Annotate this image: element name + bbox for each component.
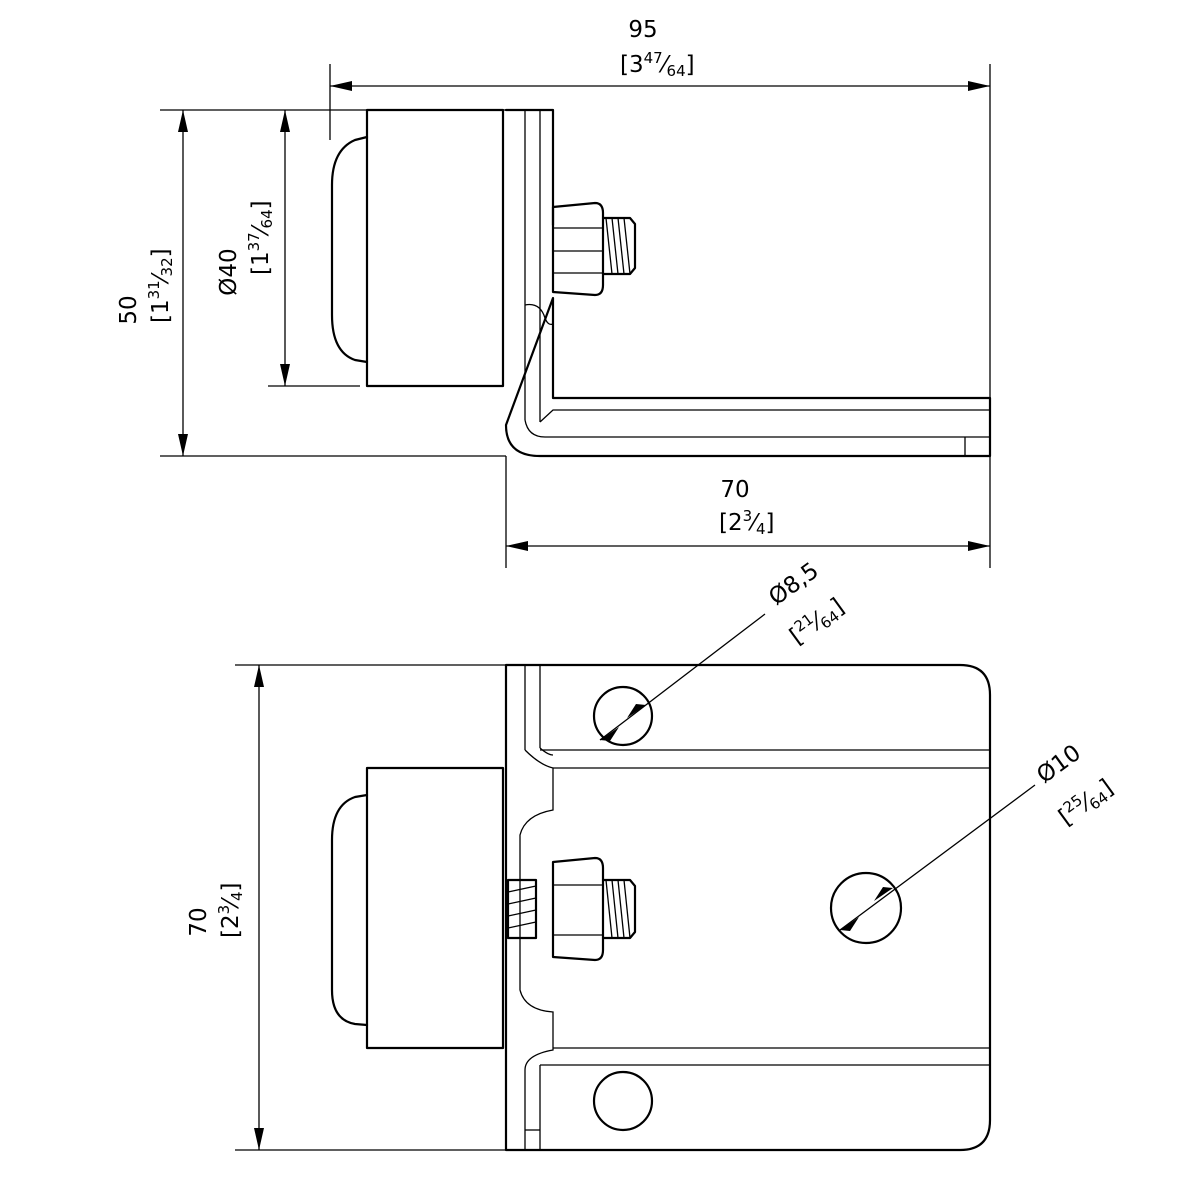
plan-roller-cap	[330, 793, 369, 1027]
wheel-diameter-inch: [137⁄64]	[245, 200, 276, 275]
height-value: 50	[116, 295, 142, 324]
plate-height-value: 70	[186, 907, 212, 936]
large-hole-inch: [25⁄64]	[1052, 772, 1119, 832]
dim-wheel-diameter: Ø40 [137⁄64]	[216, 110, 360, 387]
plan-hex-nut	[551, 856, 605, 962]
overall-width-inch: [347⁄64]	[620, 49, 695, 80]
side-view	[330, 108, 992, 458]
plan-view	[330, 663, 992, 1152]
roller-body	[365, 108, 505, 388]
bolt-thread	[601, 216, 637, 276]
plan-roller-body	[365, 766, 505, 1050]
base-length-inch: [23⁄4]	[719, 507, 775, 538]
plan-bolt-shank	[506, 878, 538, 940]
small-hole-value: Ø8,5	[764, 558, 824, 611]
small-hole-bottom	[592, 1070, 654, 1132]
hex-nut	[551, 201, 605, 297]
large-hole	[829, 871, 903, 945]
overall-width-value: 95	[628, 17, 657, 43]
dim-overall-width: 95 [347⁄64]	[329, 17, 991, 398]
wheel-diameter-value: Ø40	[216, 248, 242, 295]
dim-plate-height: 70 [23⁄4]	[186, 664, 506, 1151]
plate-height-inch: [23⁄4]	[215, 882, 246, 938]
height-inch: [131⁄32]	[145, 248, 176, 323]
roller-cap	[330, 135, 369, 364]
bracket-plate	[504, 108, 992, 458]
large-hole-value: Ø10	[1032, 740, 1086, 789]
base-plate	[504, 663, 992, 1152]
base-length-value: 70	[720, 477, 749, 503]
dim-small-hole: Ø8,5 [21⁄64]	[599, 558, 849, 741]
small-hole-top	[592, 685, 654, 747]
dim-base-length: 70 [23⁄4]	[505, 456, 991, 568]
plan-bolt-thread	[601, 878, 637, 940]
